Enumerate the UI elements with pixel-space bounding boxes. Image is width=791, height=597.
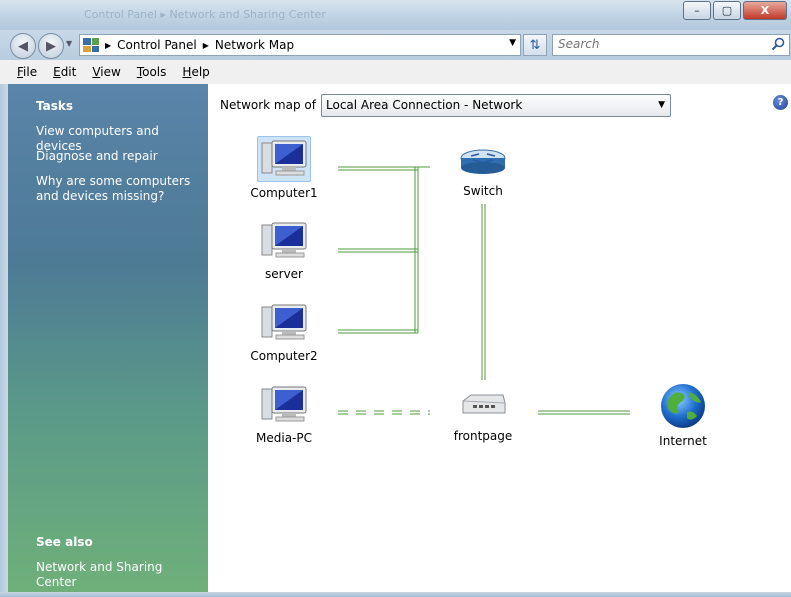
chevron-right-icon[interactable]: ▶	[105, 40, 112, 50]
back-button[interactable]: ◀	[10, 33, 36, 59]
computer-icon	[258, 219, 310, 263]
node-computer1[interactable]: Computer1	[239, 136, 329, 200]
node-label: Media-PC	[256, 431, 312, 445]
menu-view[interactable]: View	[87, 63, 125, 81]
menu-tools[interactable]: Tools	[132, 63, 172, 81]
tasks-heading: Tasks	[36, 99, 74, 113]
link-missing-devices[interactable]: Why are some computers and devices missi…	[36, 174, 191, 203]
window-frame-left	[0, 84, 8, 592]
chevron-down-icon: ▼	[658, 100, 665, 110]
menu-help-accel: H	[182, 65, 192, 79]
node-label: Computer1	[250, 186, 318, 200]
link-diagnose-repair[interactable]: Diagnose and repair	[36, 149, 158, 163]
close-button[interactable]: X	[743, 1, 787, 20]
see-also-heading: See also	[36, 535, 93, 549]
computer-icon	[257, 136, 311, 182]
menu-edit-label: dit	[60, 65, 77, 79]
node-server[interactable]: server	[239, 219, 329, 281]
node-label: frontpage	[453, 429, 513, 443]
menu-edit[interactable]: Edit	[48, 63, 81, 81]
search-input[interactable]	[553, 35, 758, 53]
back-arrow-icon: ◀	[18, 38, 28, 54]
help-icon[interactable]: ?	[773, 95, 788, 110]
switch-icon	[457, 144, 509, 180]
network-select-value: Local Area Connection - Network	[326, 98, 523, 112]
node-label: Computer2	[250, 349, 318, 363]
menu-tools-accel: T	[136, 65, 143, 79]
forward-arrow-icon: ▶	[46, 38, 56, 54]
breadcrumb-control-panel[interactable]: Control Panel	[117, 38, 197, 52]
forward-button[interactable]: ▶	[38, 33, 64, 59]
menu-view-label: iew	[100, 65, 121, 79]
search-icon[interactable]	[771, 37, 785, 51]
connection-lines	[338, 166, 630, 415]
network-select[interactable]: Local Area Connection - Network ▼	[321, 94, 671, 117]
menu-bar: File Edit View Tools Help	[0, 60, 791, 85]
link-network-sharing-center[interactable]: Network and Sharing Center	[36, 560, 163, 589]
menu-help-label: elp	[191, 65, 210, 79]
maximize-button[interactable]: ▢	[713, 1, 741, 20]
search-box[interactable]	[552, 34, 790, 56]
node-switch[interactable]: Switch	[438, 144, 528, 198]
router-icon	[457, 389, 509, 425]
address-bar[interactable]: ▶ Control Panel ▶ Network Map ▼	[79, 34, 521, 56]
window-frame-bottom	[0, 592, 791, 597]
computer-icon	[258, 301, 310, 345]
title-bar: Control Panel ▸ Network and Sharing Cent…	[0, 0, 791, 30]
link-view-computers[interactable]: View computers and devices	[36, 124, 159, 153]
task-pane: Tasks View computers and devices Diagnos…	[8, 84, 208, 592]
menu-edit-accel: E	[53, 65, 61, 79]
control-panel-icon	[83, 38, 99, 52]
menu-file-label: ile	[23, 65, 38, 79]
node-media-pc[interactable]: Media-PC	[239, 383, 329, 445]
node-internet[interactable]: Internet	[638, 382, 728, 448]
menu-help[interactable]: Help	[177, 63, 214, 81]
navigation-bar: ◀ ▶ ▼ ▶ Control Panel ▶ Network Map ▼ ⇅	[0, 30, 791, 60]
window-title: Control Panel ▸ Network and Sharing Cent…	[84, 8, 326, 21]
minimize-button[interactable]: –	[683, 1, 711, 20]
node-label: Internet	[659, 434, 707, 448]
network-map-label: Network map of	[220, 98, 316, 112]
address-dropdown-icon[interactable]: ▼	[509, 38, 516, 48]
menu-file-accel: F	[17, 65, 24, 79]
menu-file[interactable]: File	[12, 63, 42, 81]
menu-tools-label: ools	[142, 65, 167, 79]
globe-icon	[657, 382, 709, 430]
node-computer2[interactable]: Computer2	[239, 301, 329, 363]
refresh-icon: ⇅	[529, 37, 541, 53]
menu-view-accel: V	[92, 65, 101, 79]
node-label: server	[265, 267, 303, 281]
node-frontpage[interactable]: frontpage	[438, 389, 528, 443]
breadcrumb-network-map[interactable]: Network Map	[214, 38, 295, 52]
computer-icon	[258, 383, 310, 427]
window-controls: – ▢ X	[681, 1, 787, 20]
node-label: Switch	[463, 184, 503, 198]
refresh-button[interactable]: ⇅	[523, 34, 547, 56]
chevron-right-icon[interactable]: ▶	[202, 40, 209, 50]
recent-pages-dropdown[interactable]: ▼	[66, 39, 73, 48]
network-map-pane: Network map of Local Area Connection - N…	[208, 84, 791, 592]
